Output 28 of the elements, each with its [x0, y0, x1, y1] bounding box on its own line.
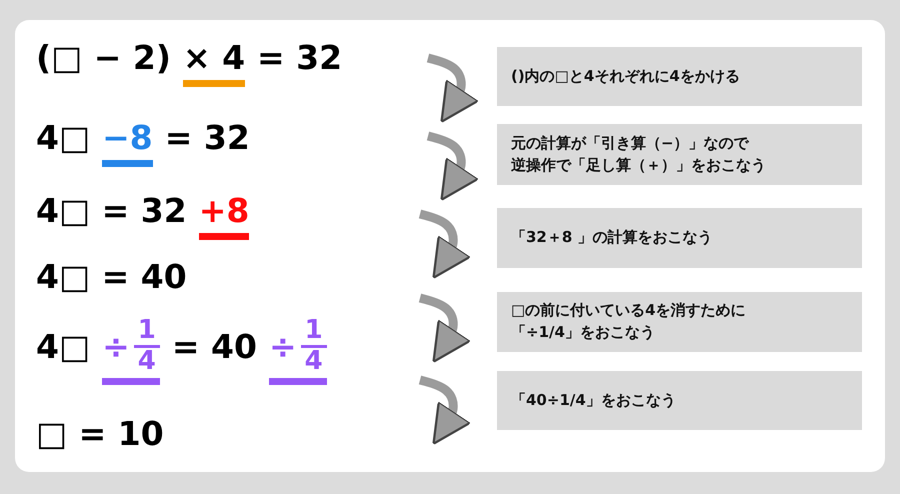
- explanation-box: [497, 371, 862, 430]
- explanation-box: [497, 47, 862, 106]
- numerator: 1: [134, 317, 160, 348]
- explanation-box: [497, 124, 862, 185]
- explanation-text: 「32＋8 」の計算をおこなう: [511, 227, 713, 248]
- equation-term: = 32: [164, 118, 250, 156]
- explanation-box: [497, 208, 862, 268]
- denominator: 4: [138, 348, 156, 375]
- equation-term: 4□: [36, 326, 90, 366]
- highlighted-term: ÷: [102, 326, 130, 366]
- explanation-text: 「40÷1/4」をおこなう: [511, 390, 676, 411]
- equation-term: □ = 10: [36, 414, 164, 452]
- explanation-text: 元の計算が「引き算（−）」なので逆操作で「足し算（＋）」をおこなう: [511, 132, 766, 176]
- explanation-text: □の前に付いている4を消すために「÷1/4」をおこなう: [511, 300, 746, 343]
- equation-term: (□ − 2): [36, 38, 171, 76]
- equation-term: 4□ = 40: [36, 256, 187, 296]
- explanation-box: [497, 292, 862, 352]
- highlighted-term: +8: [198, 190, 250, 230]
- explanation-text: ()内の□と4それぞれに4をかける: [511, 66, 740, 87]
- equation-term: 4□ = 32: [36, 190, 187, 230]
- equation-term: = 32: [257, 38, 342, 76]
- highlighted-term: × 4: [182, 38, 246, 76]
- highlighted-term: −8: [102, 118, 153, 156]
- equation-term: = 40: [172, 326, 257, 366]
- numerator: 1: [300, 317, 327, 348]
- denominator: 4: [304, 348, 323, 375]
- highlighted-term: ÷: [268, 326, 297, 366]
- equation-term: 4□: [36, 118, 90, 156]
